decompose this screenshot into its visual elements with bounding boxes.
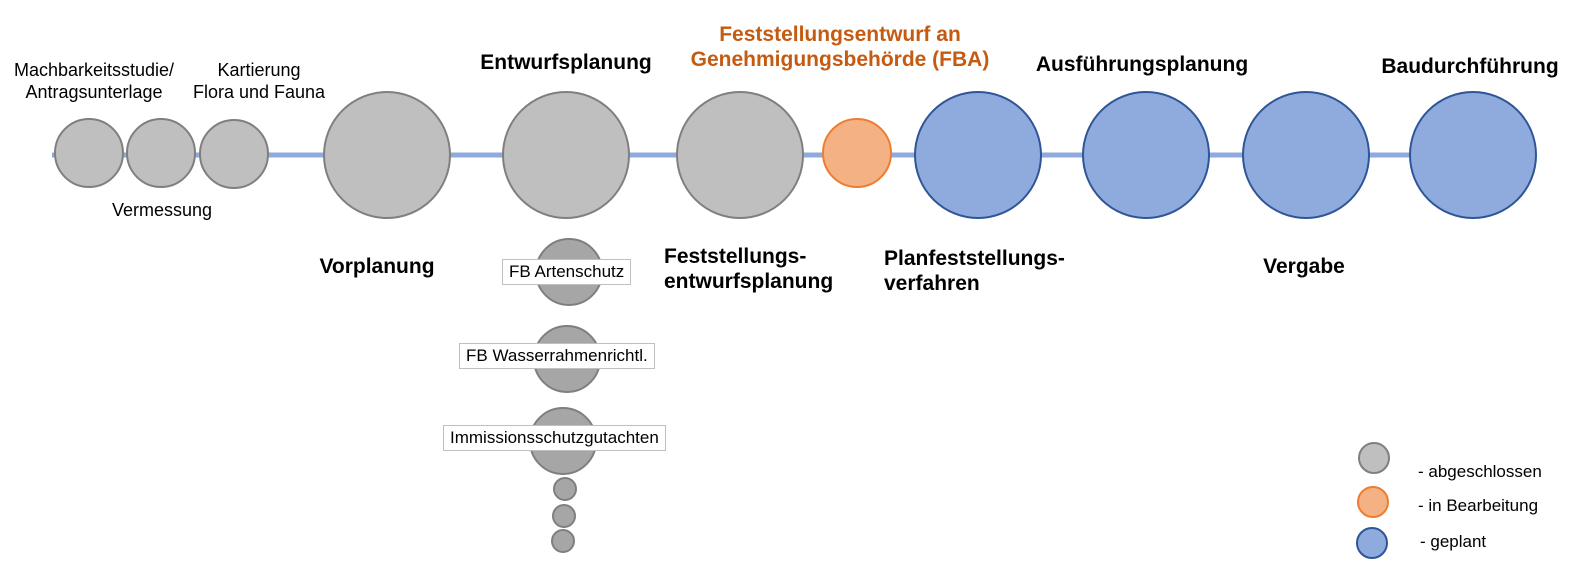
legend-swatch-completed	[1358, 442, 1390, 474]
label-line: Ausführungsplanung	[1035, 53, 1249, 76]
label-line: Vermessung	[111, 200, 213, 220]
phase-circle-vermessung	[126, 118, 196, 188]
label-line: Feststellungs-	[664, 245, 807, 268]
legend-label-planned: - geplant	[1420, 532, 1487, 551]
more-studies-dot	[553, 477, 577, 501]
phase-circle-fba	[822, 118, 892, 188]
label-vorplanung: Vorplanung	[302, 254, 452, 279]
label-feststellungsentwurfsplanung: Feststellungs- entwurfsplanung	[664, 244, 860, 294]
more-studies-dot	[552, 504, 576, 528]
label-line: Flora und Fauna	[192, 81, 326, 102]
phase-circle-vergabe	[1242, 91, 1370, 219]
phase-circle-machbarkeit	[54, 118, 124, 188]
label-entwurfsplanung: Entwurfsplanung	[466, 50, 666, 75]
label-line: Vorplanung	[319, 255, 435, 278]
phase-circle-planfeststellung	[914, 91, 1042, 219]
label-vergabe: Vergabe	[1244, 254, 1364, 279]
sub-study-label-immission: Immissionsschutzgutachten	[443, 425, 666, 452]
label-line: Baudurchführung	[1381, 55, 1559, 78]
label-baudurchfuehrung: Baudurchführung	[1372, 54, 1568, 79]
phase-circle-entwurfsplanung	[502, 91, 630, 219]
label-line: Genehmigungsbehörde (FBA)	[690, 48, 990, 72]
label-line: Machbarkeitsstudie/	[13, 60, 175, 80]
label-line: verfahren	[884, 272, 980, 296]
phase-circle-ausfuehrungsplanung	[1082, 91, 1210, 219]
sub-study-label-artenschutz: FB Artenschutz	[502, 259, 632, 286]
legend-swatch-planned	[1356, 527, 1388, 559]
label-planfeststellung: Planfeststellungs- verfahren	[884, 246, 1084, 296]
label-ausfuehrungsplanung: Ausführungsplanung	[1022, 52, 1262, 77]
sub-study-label-wasserrahmen: FB Wasserrahmenrichtl.	[459, 343, 655, 370]
phase-circle-baudurchfuehrung	[1409, 91, 1537, 219]
legend-swatch-in-progress	[1357, 486, 1389, 518]
label-line: Planfeststellungs-	[884, 247, 1065, 270]
label-line: Vergabe	[1263, 255, 1345, 278]
label-line: Kartierung	[217, 60, 301, 80]
legend-label-completed: - abgeschlossen	[1418, 462, 1542, 481]
label-vermessung: Vermessung	[102, 200, 222, 222]
label-kartierung: Kartierung Flora und Fauna	[186, 60, 332, 103]
label-line: Antragsunterlage	[25, 81, 163, 102]
label-machbarkeit: Machbarkeitsstudie/ Antragsunterlage	[2, 60, 186, 103]
label-line: Feststellungsentwurf an	[719, 23, 961, 46]
more-studies-dot	[551, 529, 575, 553]
label-line: entwurfsplanung	[664, 270, 834, 294]
phase-circle-vorplanung	[323, 91, 451, 219]
label-line: Entwurfsplanung	[480, 51, 652, 74]
phase-circle-kartierung	[199, 119, 269, 189]
phase-circle-feststellungsentwurfsplanung	[676, 91, 804, 219]
label-fba: Feststellungsentwurf an Genehmigungsbehö…	[680, 22, 1000, 72]
legend-label-in-progress: - in Bearbeitung	[1418, 496, 1539, 515]
